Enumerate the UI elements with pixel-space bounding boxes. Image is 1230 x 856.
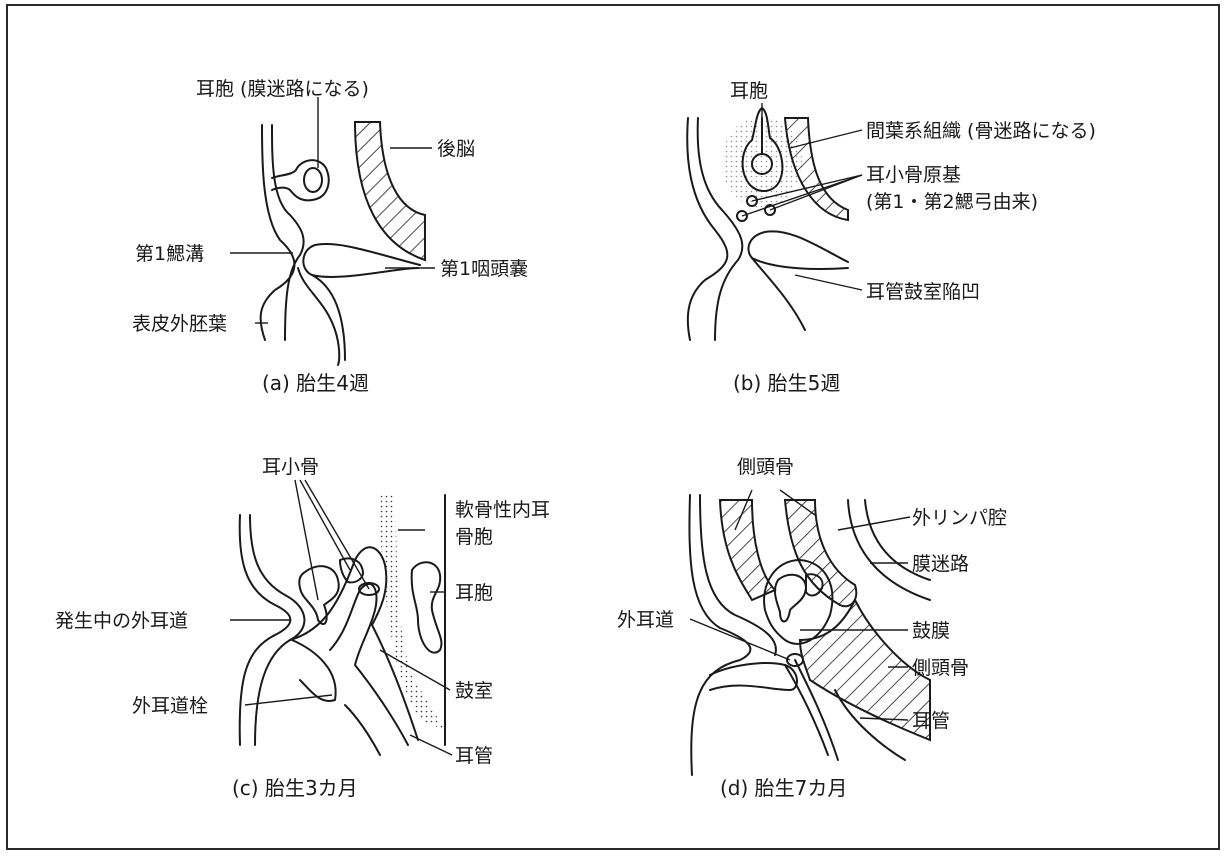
panel-a-label-groove: 第1鰓溝 [135, 243, 204, 265]
panel-a-ectoderm-outer [261, 125, 295, 340]
panel-d-temporal-bone-bottom [800, 600, 930, 740]
panel-b-label-otocyst: 耳胞 [730, 80, 768, 102]
panel-d-label-eardrum: 鼓膜 [912, 620, 950, 642]
panel-b-recess-leader [795, 275, 862, 290]
panel-a: 耳胞 (膜迷路になる) 後脳 第1鰓溝 第1咽頭嚢 表皮外胚葉 (a) 胎生4週 [132, 78, 528, 395]
panel-a-label-otocyst: 耳胞 (膜迷路になる) [196, 78, 369, 100]
panel-c-skin-outer [240, 515, 291, 745]
panel-c-label-ossicles: 耳小骨 [262, 456, 319, 478]
panel-c-ossicle-leader-3 [305, 480, 369, 589]
panel-b-label-mesenchyme: 間葉系組織 (骨迷路になる) [866, 120, 1096, 142]
panel-c-label-cartilage-1: 軟骨性内耳 [455, 499, 550, 521]
panel-c-label-meatal-plug: 外耳道栓 [132, 695, 208, 717]
panel-c-skin-inner [250, 515, 304, 745]
panel-d-canal-leader [690, 619, 790, 660]
panel-d-label-temporal-bottom: 側頭骨 [912, 657, 969, 679]
panel-b-caption: (b) 胎生5週 [733, 371, 840, 395]
panel-d-label-temporal-top: 側頭骨 [737, 456, 794, 478]
panel-a-ectoderm-inner [272, 125, 304, 340]
panel-c-malleus [299, 566, 339, 624]
panel-d: 側頭骨 外リンパ腔 膜迷路 外耳道 鼓膜 側頭骨 耳管 (d) 胎生7カ月 [617, 456, 1007, 800]
panel-c: 耳小骨 軟骨性内耳 骨胞 耳胞 発生中の外耳道 外耳道栓 鼓室 耳管 (c) 胎… [55, 456, 550, 800]
panel-c-label-eustachian: 耳管 [455, 745, 493, 767]
panel-b-recess [748, 231, 848, 269]
panel-d-caption: (d) 胎生7カ月 [720, 776, 847, 800]
panel-d-perilymph-leader [838, 517, 910, 530]
panel-c-label-cartilage-2: 骨胞 [455, 526, 493, 548]
panel-c-label-tympanic-cavity: 鼓室 [455, 680, 493, 702]
panel-b-ectoderm-outer [687, 118, 727, 340]
panel-a-pharynx [298, 268, 339, 365]
panel-b: 耳胞 間葉系組織 (骨迷路になる) 耳小骨原基 (第1・第2鰓弓由来) 耳管鼓室… [687, 80, 1096, 395]
panel-c-tube [345, 705, 380, 755]
panel-a-label-pouch: 第1咽頭嚢 [440, 258, 528, 280]
panel-c-label-otocyst: 耳胞 [455, 582, 493, 604]
panel-b-hindbrain [785, 118, 848, 220]
panel-a-caption: (a) 胎生4週 [262, 371, 369, 395]
panel-c-plug [292, 640, 336, 701]
panel-a-otocyst [272, 160, 329, 200]
panel-d-label-ext-canal: 外耳道 [617, 609, 674, 631]
panel-d-malleus [775, 575, 806, 622]
panel-a-label-hindbrain: 後脳 [437, 138, 475, 160]
panel-a-pouch-tail [312, 275, 345, 360]
panel-c-ossicle-leader-2 [300, 480, 350, 570]
panel-a-hindbrain [355, 122, 425, 260]
panel-b-label-ossicle-primordium: 耳小骨原基 [866, 164, 961, 186]
panel-d-label-eustachian: 耳管 [912, 710, 950, 732]
panel-c-label-developing-canal: 発生中の外耳道 [55, 610, 188, 632]
panel-b-label-arch-origin: (第1・第2鰓弓由来) [866, 191, 1038, 213]
panel-b-label-recess: 耳管鼓室陥凹 [866, 281, 980, 303]
panel-d-label-membranous: 膜迷路 [912, 553, 969, 575]
panel-a-label-ectoderm: 表皮外胚葉 [132, 313, 227, 335]
panel-d-label-perilymph: 外リンパ腔 [912, 507, 1007, 529]
panel-a-otocyst-lumen [304, 168, 322, 192]
panel-c-caption: (c) 胎生3カ月 [232, 776, 358, 800]
panel-c-otocyst [412, 562, 442, 652]
